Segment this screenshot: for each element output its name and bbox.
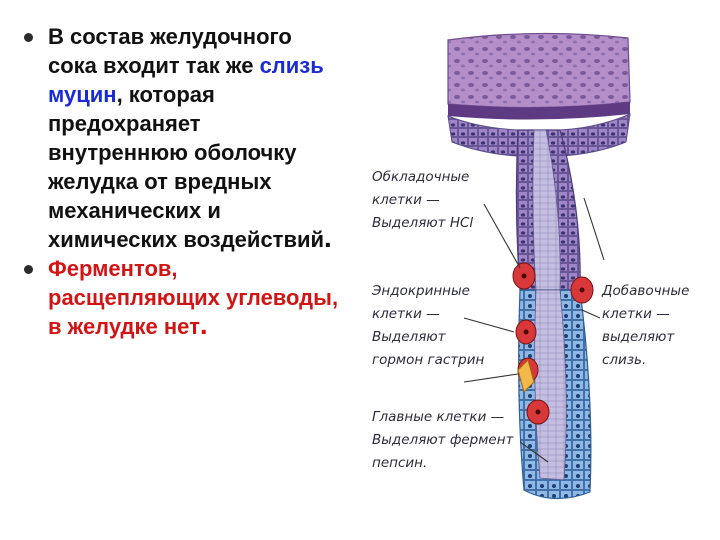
label-line: Добавочные [602, 283, 690, 299]
bullet-text-segment: . [324, 222, 332, 253]
gland-base [518, 289, 592, 500]
label-line: клетки — [602, 306, 670, 322]
label-line: Выделяют HCl [372, 215, 474, 231]
parietal-cells [512, 262, 594, 425]
gastric-pit [515, 129, 581, 291]
label-pointers [463, 197, 605, 463]
bullet-text-segment: В состав желудочного сока входит так же [48, 24, 292, 78]
bullet-text: В состав желудочного сока входит так же … [48, 24, 332, 252]
bullet-text-segment: слизь муцин [48, 53, 324, 107]
bullet-dot [24, 265, 33, 274]
label-line: Обкладочные [372, 169, 470, 185]
label-line: слизь. [602, 352, 647, 368]
surface-columnar-cells [447, 113, 631, 157]
bullet-list: В состав желудочного сока входит так же … [14, 22, 344, 341]
bullet-text-segment: . [199, 309, 208, 340]
label-line: Главные клетки — [372, 409, 505, 425]
bullet-item-enzymes: Ферментов, расщепляющих углеводы, в желу… [14, 254, 344, 341]
label-line: выделяют [602, 329, 675, 345]
bullet-text-segment: Ферментов, расщепляющих углеводы, в желу… [48, 256, 339, 339]
label-chief-cells: Главные клетки — Выделяют фермент пепсин. [372, 406, 513, 475]
label-line: пепсин. [372, 455, 428, 471]
surface-epithelium [447, 32, 631, 120]
bullet-text: Ферментов, расщепляющих углеводы, в желу… [48, 256, 338, 339]
bullet-text-segment: , которая предохраняет внутреннюю оболоч… [48, 82, 325, 252]
label-endocrine-cells: Эндокринные клетки — Выделяют гормон гастри… [372, 280, 484, 372]
label-parietal-cells: Обкладочные клетки — Выделяют HCl [372, 166, 473, 235]
endocrine-cell [517, 359, 535, 393]
label-line: Выделяют [372, 329, 446, 345]
label-line: клетки — [372, 306, 440, 322]
bullet-item-mucin: В состав желудочного сока входит так же … [14, 22, 344, 254]
label-line: Эндокринные [372, 283, 470, 299]
gastric-gland-illustration [447, 32, 631, 500]
label-line: гормон гастрин [372, 352, 485, 368]
label-line: Выделяют фермент [372, 432, 514, 448]
bullet-dot [24, 33, 33, 42]
label-accessory-cells: Добавочные клетки — выделяют слизь. [602, 280, 689, 372]
gastric-gland-figure: Обкладочные клетки — Выделяют HCl Эндокрин… [368, 20, 713, 520]
label-line: клетки — [372, 192, 440, 208]
